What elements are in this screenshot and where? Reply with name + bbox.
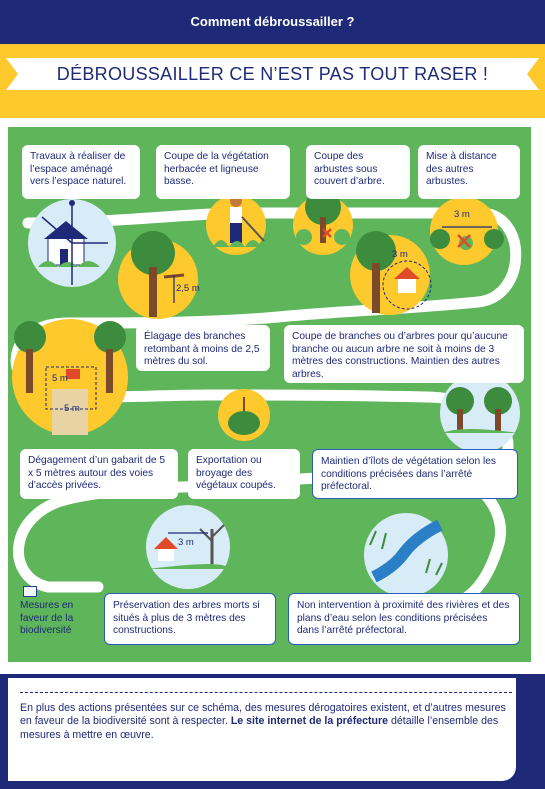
footer-divider <box>20 692 512 693</box>
house-illustration <box>28 199 116 287</box>
access-road-illustration <box>12 319 128 435</box>
banner-text: DÉBROUSSAILLER CE N’EST PAS TOUT RASER ! <box>56 64 489 84</box>
step-6-box: Coupe de branches ou d’arbres pour qu’au… <box>284 325 524 383</box>
vegetation-islands-illustration <box>440 373 520 453</box>
pruning-illustration <box>118 231 198 319</box>
diagram-map: Travaux à réaliser de l’espace aménagé v… <box>8 127 531 662</box>
measure-3m-dead-tree: 3 m <box>178 537 194 548</box>
shrubs-under-tree-illustration <box>293 189 353 255</box>
step-2-box: Coupe de la végétation herbacée et ligne… <box>156 145 290 199</box>
river-illustration <box>364 513 448 597</box>
step-5-box: Élagage des branches retombant à moins d… <box>136 325 270 371</box>
measure-2-5m: 2,5 m <box>176 283 200 294</box>
step-7-box: Dégagement d’un gabarit de 5 x 5 mètres … <box>20 449 178 499</box>
page-title: Comment débroussailler ? <box>190 14 355 29</box>
measure-5m-horizontal: 5 m <box>64 403 80 414</box>
footer-panel <box>8 678 516 781</box>
legend-text: Mesures en faveur de la biodiversité <box>20 600 74 637</box>
shrub-distance-illustration <box>430 197 504 265</box>
step-8-box: Exportation ou broyage des végétaux coup… <box>188 449 300 499</box>
measure-3m-shrubs: 3 m <box>454 209 470 220</box>
legend-square-icon <box>23 586 37 597</box>
top-bar <box>0 0 545 44</box>
step-9-box: Maintien d’îlots de végétation selon les… <box>312 449 518 499</box>
banner-ribbon <box>6 58 539 90</box>
step-10-box: Préservation des arbres morts si situés … <box>104 593 276 645</box>
export-illustration <box>218 389 270 441</box>
step-4-box: Mise à distance des autres arbustes. <box>418 145 520 199</box>
path-illustration <box>10 189 522 613</box>
measure-3m-construction: 3 m <box>392 249 408 260</box>
dead-tree-illustration <box>146 505 230 589</box>
step-1-box: Travaux à réaliser de l’espace aménagé v… <box>22 145 140 199</box>
footer-text: En plus des actions présentées sur ce sc… <box>20 702 506 741</box>
step-11-box: Non intervention à proximité des rivière… <box>288 593 520 645</box>
step-3-box: Coupe des arbustes sous couvert d’arbre. <box>306 145 410 199</box>
construction-distance-illustration <box>350 231 432 315</box>
prefecture-website-link[interactable]: Le site internet de la préfecture <box>230 715 389 728</box>
worker-illustration <box>206 195 266 255</box>
measure-5m-vertical: 5 m <box>52 373 68 384</box>
